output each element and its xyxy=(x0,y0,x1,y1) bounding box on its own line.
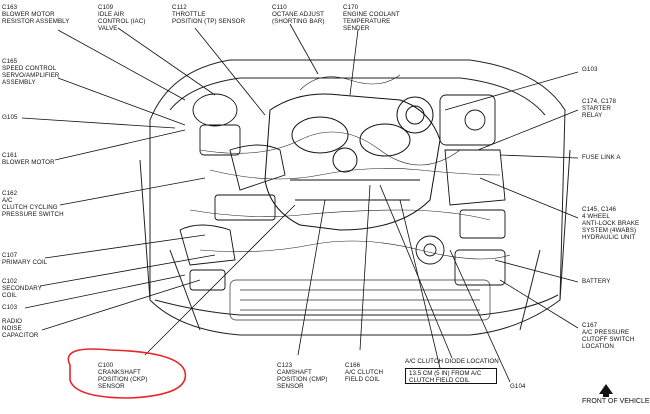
label-c102: C102 SECONDARY COIL xyxy=(2,278,42,299)
label-radio-noise-capacitor: RADIO NOISE CAPACITOR xyxy=(2,318,39,339)
label-c112: C112 THROTTLE POSITION (TP) SENSOR xyxy=(172,4,246,25)
left-components xyxy=(179,93,286,291)
label-c162: C162 A/C CLUTCH CYCLING PRESSURE SWITCH xyxy=(2,190,64,218)
leader-lines xyxy=(21,23,579,383)
label-battery: BATTERY xyxy=(582,278,611,285)
label-c110: C110 OCTANE ADJUST (SHORTING BAR) xyxy=(272,4,325,25)
label-c100: C100 CRANKSHAFT POSITION (CKP) SENSOR xyxy=(98,362,148,390)
engine-bay-outline xyxy=(139,59,571,336)
wiring-harness xyxy=(189,74,511,260)
label-g105: G105 xyxy=(2,114,18,121)
label-fuse-link-a: FUSE LINK A xyxy=(582,154,621,161)
right-components xyxy=(415,94,506,286)
label-c123: C123 CAMSHAFT POSITION (CMP) SENSOR xyxy=(277,362,328,390)
highlight-circle xyxy=(67,348,187,399)
label-c103: C103 xyxy=(2,304,18,311)
label-g103: G103 xyxy=(582,66,598,73)
label-front-of-vehicle: FRONT OF VEHICLE xyxy=(582,398,650,405)
label-c165: C165 SPEED CONTROL SERVO/AMPLIFIER ASSEM… xyxy=(2,58,60,86)
label-c145-c146: C145, C146 4 WHEEL ANTI-LOCK BRAKE SYSTE… xyxy=(582,206,640,241)
label-c166: C166 A/C CLUTCH FIELD COIL xyxy=(345,362,384,383)
engine-block xyxy=(264,93,441,231)
label-c161: C161 BLOWER MOTOR xyxy=(2,152,55,166)
note-box: 13.5 CM (5 IN) FROM A/C CLUTCH FIELD COI… xyxy=(405,368,497,384)
label-c170: C170 ENGINE COOLANT TEMPERATURE SENDER xyxy=(343,4,400,32)
label-ac-clutch-diode: A/C CLUTCH DIODE LOCATION xyxy=(405,358,499,365)
label-c174-c178: C174, C178 STARTER RELAY xyxy=(582,98,617,119)
label-c167: C167 A/C PRESSURE CUTOFF SWITCH LOCATION xyxy=(582,322,635,350)
label-c163: C163 BLOWER MOTOR RESISTOR ASSEMBLY xyxy=(2,4,70,25)
radiator-grille xyxy=(229,279,491,321)
label-c109: C109 IDLE AIR CONTROL (IAC) VALVE xyxy=(98,4,146,32)
label-c107: C107 PRIMARY COIL xyxy=(2,252,48,266)
label-g104: G104 xyxy=(510,383,526,390)
front-arrow-icon xyxy=(599,384,613,397)
